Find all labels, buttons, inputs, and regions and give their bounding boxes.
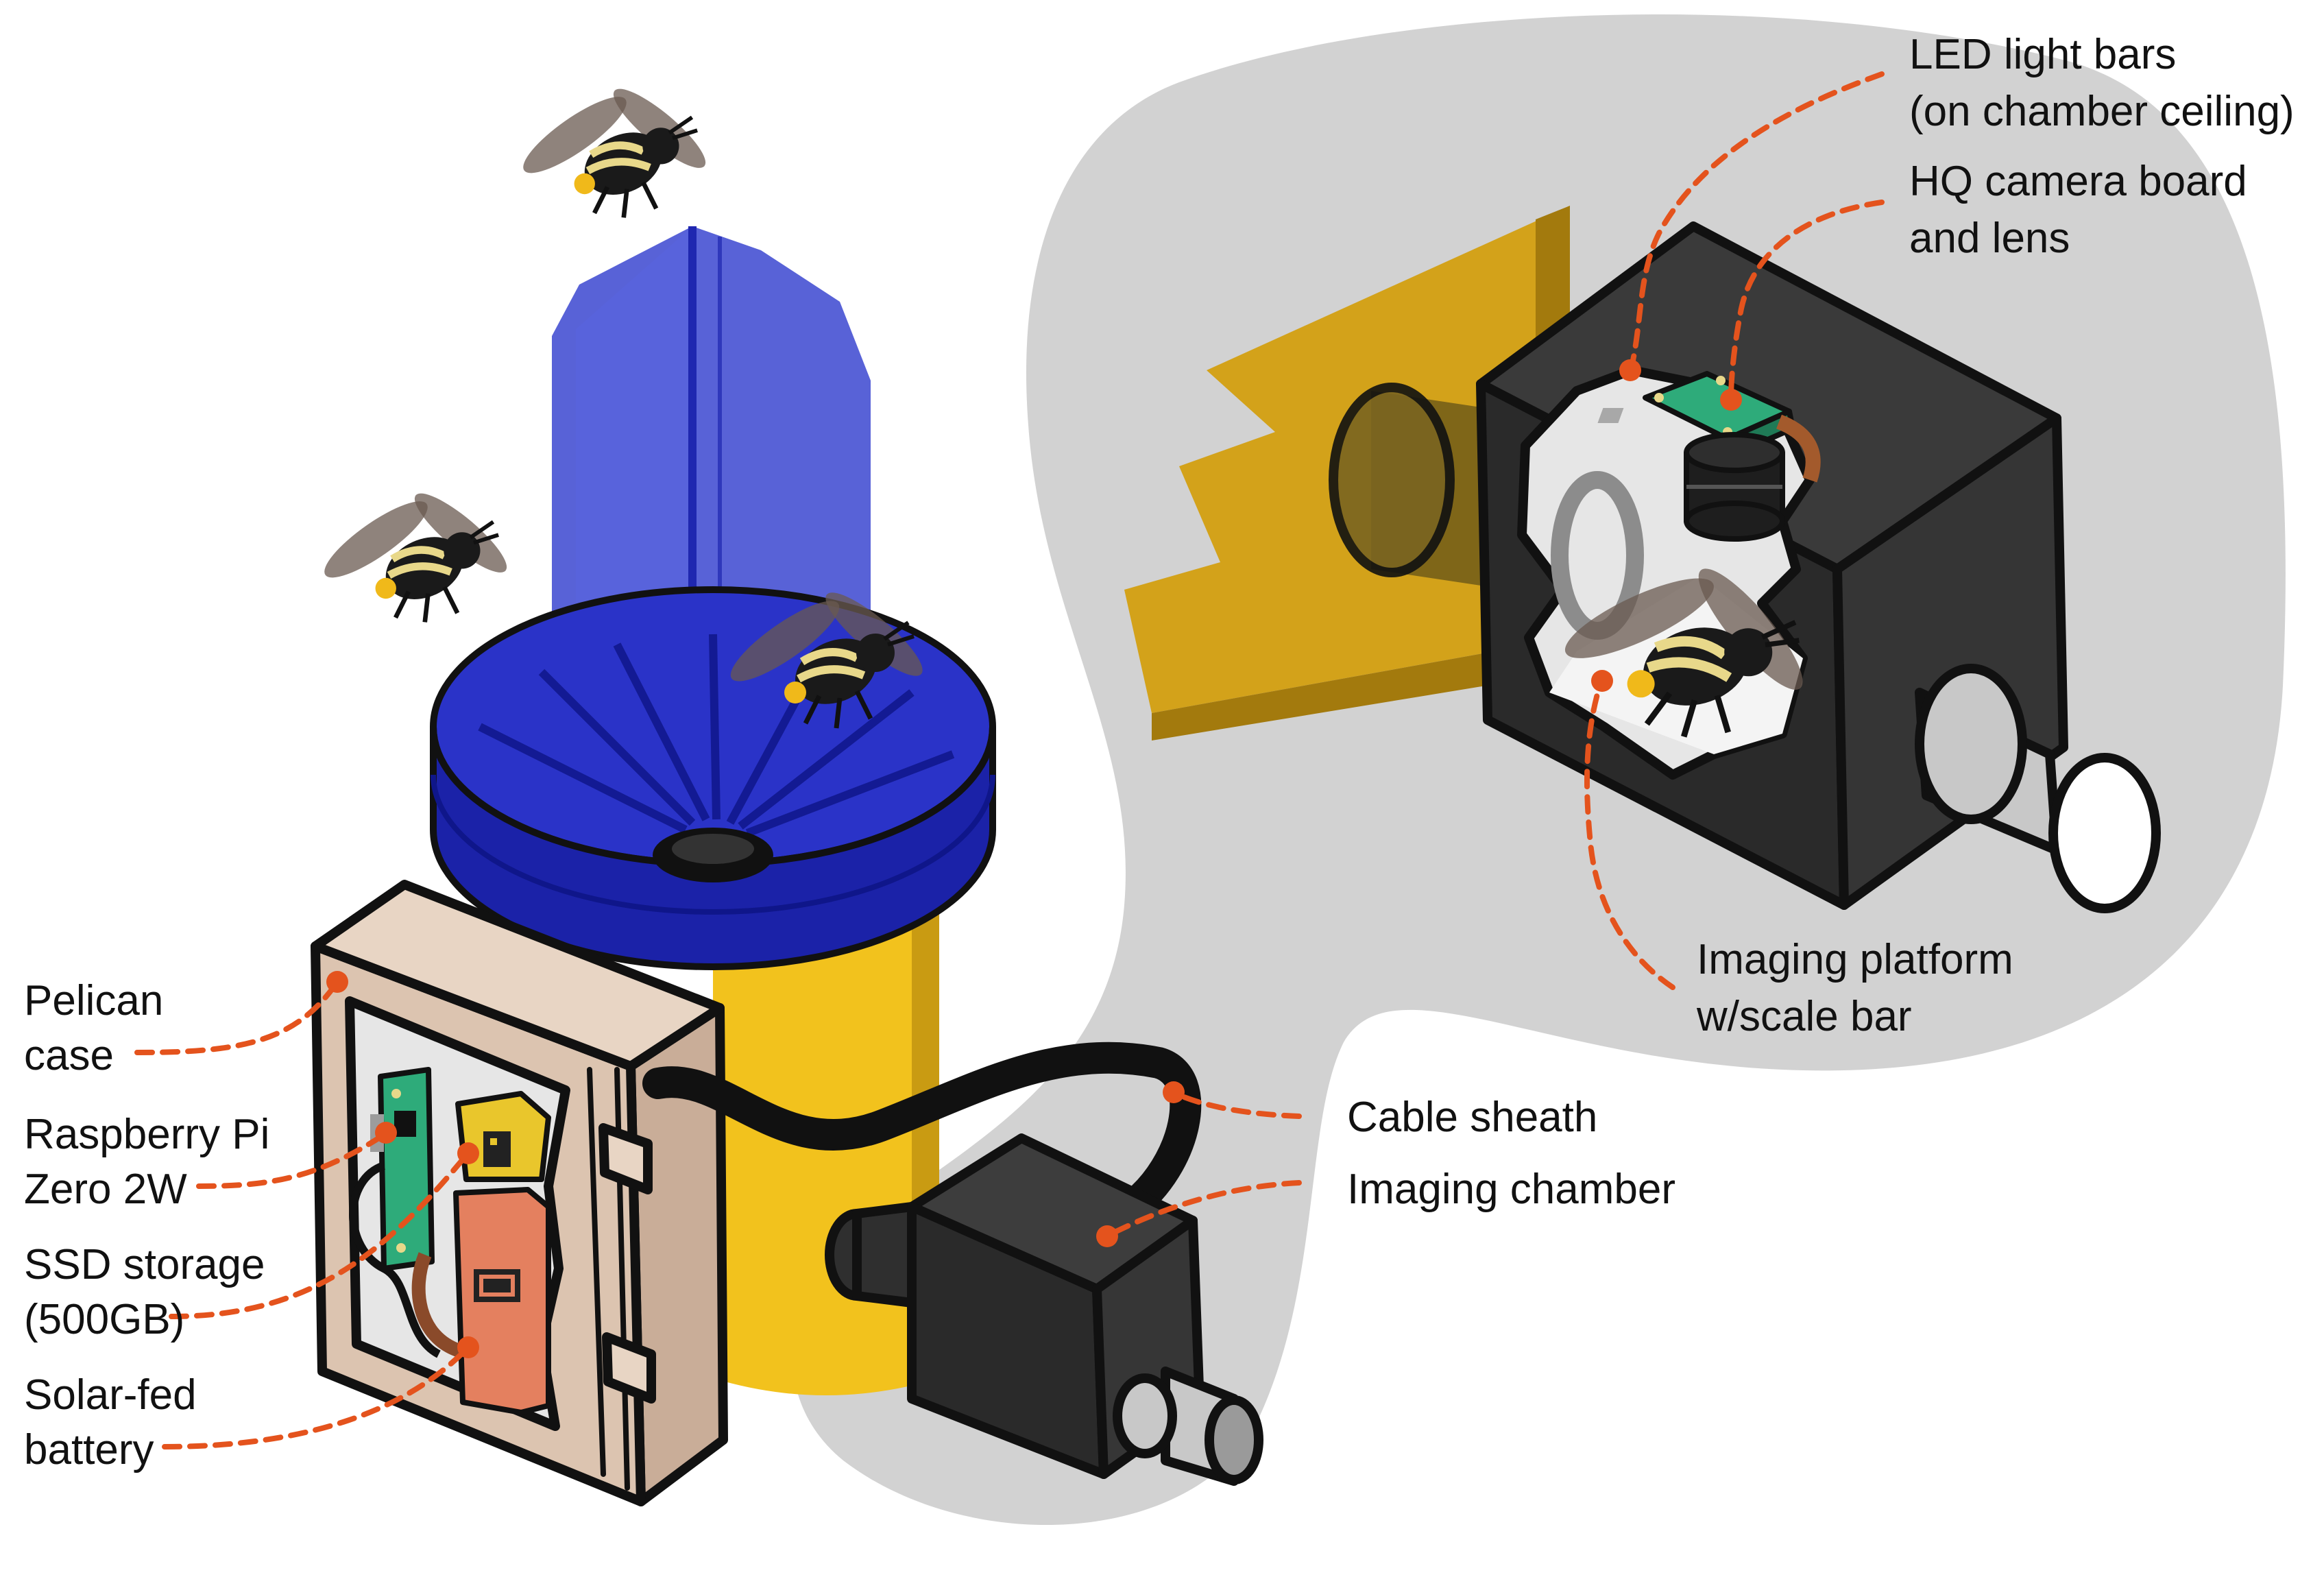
svg-text:Raspberry Pi: Raspberry Pi [24,1111,269,1158]
svg-text:Pelican: Pelican [24,977,163,1024]
svg-text:(on chamber ceiling): (on chamber ceiling) [1909,88,2295,135]
label-hq-camera: HQ camera board and lens [1909,158,2247,262]
chamber-detail [1124,206,2161,913]
camera-lens [1684,432,1785,542]
svg-text:Cable sheath: Cable sheath [1347,1094,1597,1141]
svg-text:battery: battery [24,1426,154,1473]
label-solar-battery: Solar-fed battery [24,1371,197,1473]
svg-text:and lens: and lens [1909,215,2070,262]
label-pelican-case: Pelican case [24,977,163,1079]
cable-sheath [642,1042,1202,1223]
label-led-light-bars: LED light bars (on chamber ceiling) [1909,31,2295,135]
trap-assembly [311,79,1263,1506]
svg-text:Zero 2W: Zero 2W [24,1166,187,1213]
svg-text:(500GB): (500GB) [24,1296,184,1343]
svg-text:LED light bars: LED light bars [1909,31,2176,78]
svg-text:w/scale bar: w/scale bar [1696,993,1912,1040]
exit-tube [1915,664,2161,913]
blue-vane-trap [430,226,996,970]
svg-text:case: case [24,1032,114,1079]
label-raspberry-pi: Raspberry Pi Zero 2W [24,1111,269,1213]
pelican-case [311,880,728,1506]
label-imaging-chamber: Imaging chamber [1347,1166,1675,1213]
battery-pack [453,1187,551,1415]
leader-lines [134,71,1885,1449]
imaging-chamber-small [825,1133,1263,1486]
raspberry-pi-board [370,1067,435,1271]
bee-icon [315,483,516,623]
label-imaging-platform: Imaging platform w/scale bar [1696,936,2013,1040]
svg-text:SSD storage: SSD storage [24,1241,265,1288]
svg-text:HQ camera board: HQ camera board [1909,158,2247,205]
svg-text:Imaging chamber: Imaging chamber [1347,1166,1675,1213]
svg-text:Solar-fed: Solar-fed [24,1371,197,1419]
ssd-drive [455,1091,551,1182]
label-ssd-storage: SSD storage (500GB) [24,1241,265,1343]
label-cable-sheath: Cable sheath [1347,1094,1597,1141]
bee-icon [514,79,714,218]
svg-text:Imaging platform: Imaging platform [1697,936,2013,983]
